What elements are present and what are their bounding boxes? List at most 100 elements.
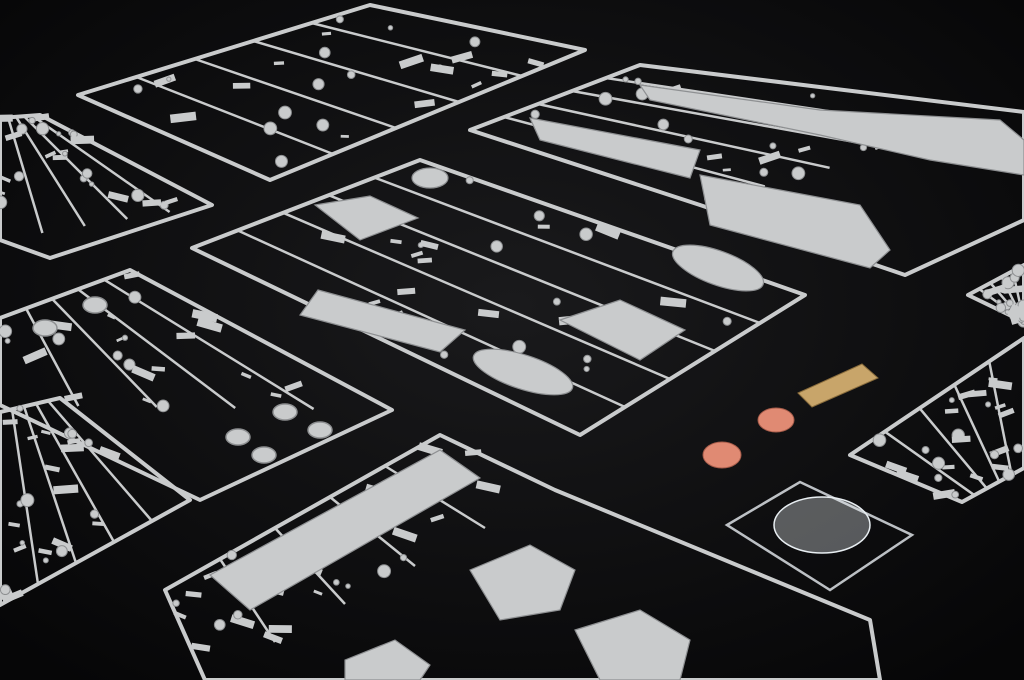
photo-etch-fret xyxy=(797,363,879,408)
small-part xyxy=(55,545,68,558)
small-part xyxy=(969,473,984,482)
small-part xyxy=(60,443,84,453)
sprue-runner-outer xyxy=(163,433,882,680)
small-part xyxy=(233,610,243,620)
bulkhead-part xyxy=(574,609,691,680)
small-part xyxy=(44,464,61,473)
small-part xyxy=(313,589,323,596)
small-part xyxy=(377,564,392,579)
small-part xyxy=(430,63,455,75)
small-part xyxy=(38,548,53,556)
small-part xyxy=(951,435,971,443)
small-part xyxy=(340,134,349,138)
small-part xyxy=(123,358,136,371)
small-part xyxy=(312,78,325,91)
small-part xyxy=(142,199,162,207)
resin-intake-part xyxy=(702,441,742,469)
small-part xyxy=(240,371,252,379)
small-part xyxy=(176,332,196,340)
small-part xyxy=(0,114,13,123)
sprue-runner xyxy=(14,116,86,227)
small-part xyxy=(995,302,1007,313)
small-part xyxy=(769,142,777,150)
small-part xyxy=(64,392,83,402)
small-part xyxy=(22,347,48,365)
small-part xyxy=(151,366,166,372)
small-part xyxy=(595,223,621,240)
small-part xyxy=(895,468,920,484)
sprue-frame xyxy=(966,263,1024,328)
small-part xyxy=(4,130,23,141)
small-part xyxy=(440,350,449,359)
sprue-runner xyxy=(135,75,334,156)
small-part xyxy=(552,297,561,306)
sprue-frame xyxy=(76,3,587,182)
small-part xyxy=(944,408,959,414)
small-part xyxy=(166,76,172,82)
small-part xyxy=(0,189,6,196)
fuselage-section-part xyxy=(699,174,891,269)
small-part xyxy=(284,380,303,393)
small-part xyxy=(583,365,590,373)
small-part xyxy=(657,118,670,131)
small-part xyxy=(921,446,930,454)
sprue-runner xyxy=(51,297,158,408)
sprue-runner xyxy=(311,21,523,78)
small-part xyxy=(345,583,351,589)
small-part xyxy=(579,227,593,241)
door-part xyxy=(558,299,687,361)
small-part xyxy=(316,118,330,132)
small-part xyxy=(89,509,100,519)
small-part xyxy=(934,473,943,482)
small-part xyxy=(390,238,402,245)
small-part xyxy=(985,401,992,408)
small-part xyxy=(991,463,1009,471)
small-part xyxy=(81,168,93,179)
small-part xyxy=(1013,443,1023,454)
fuel-tank-part xyxy=(472,348,574,396)
small-part xyxy=(477,308,500,319)
small-part xyxy=(989,449,1000,460)
small-part xyxy=(0,175,12,183)
small-part xyxy=(8,521,21,528)
small-part xyxy=(128,290,142,304)
small-part xyxy=(2,419,18,425)
small-part xyxy=(84,438,93,448)
small-part xyxy=(391,526,418,543)
small-part xyxy=(417,257,433,264)
small-part xyxy=(164,197,179,205)
small-part xyxy=(430,513,445,523)
small-part xyxy=(984,284,1006,297)
small-part xyxy=(123,271,141,280)
small-part xyxy=(263,631,283,644)
small-part xyxy=(1,589,24,604)
small-part xyxy=(598,91,613,106)
sprue-runner xyxy=(884,430,976,497)
cabin-floor-part xyxy=(208,449,482,611)
sprue-runner-outer xyxy=(0,396,192,607)
small-part xyxy=(530,109,540,119)
sprue-runner xyxy=(22,406,78,564)
sprue-runner xyxy=(34,402,116,543)
small-part xyxy=(0,324,13,339)
small-part xyxy=(527,58,545,68)
sprue-runner xyxy=(953,384,1001,483)
sprue-frame xyxy=(468,63,1024,277)
small-part xyxy=(533,210,545,222)
small-part xyxy=(994,403,1006,410)
sprue-runner xyxy=(282,211,671,381)
small-part xyxy=(273,61,285,66)
small-part xyxy=(332,578,340,586)
small-part xyxy=(634,77,642,86)
small-part xyxy=(35,121,50,136)
small-part xyxy=(387,25,394,31)
small-part xyxy=(52,332,66,346)
wheel-part xyxy=(32,319,58,337)
small-part xyxy=(706,153,723,161)
small-part xyxy=(951,490,960,499)
panel-part xyxy=(313,195,420,241)
wheel-part xyxy=(272,403,298,421)
resin-intake-part xyxy=(757,407,795,433)
small-part xyxy=(16,404,24,412)
small-part xyxy=(683,134,693,144)
